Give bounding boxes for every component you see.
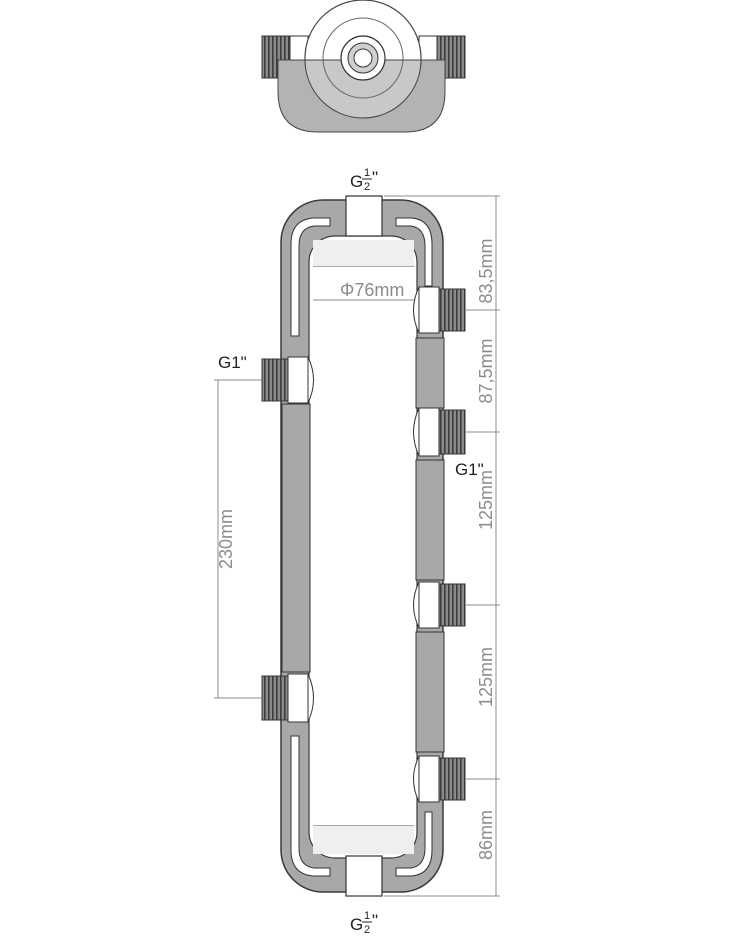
dimension-lines — [214, 195, 500, 897]
svg-text:G: G — [350, 172, 363, 191]
top-view-inner-ring — [322, 17, 404, 99]
right-fitting-4 — [413, 755, 466, 803]
dim-right-third: 125mm — [476, 470, 496, 530]
label-top-port: G 1 2 " — [350, 167, 378, 193]
dim-right-top: 83,5mm — [476, 238, 496, 303]
label-left-port: G1" — [218, 353, 247, 372]
dim-left-span: 230mm — [216, 509, 236, 569]
left-fitting-2 — [261, 673, 314, 723]
tube-shade-top — [313, 240, 414, 266]
top-view — [261, 0, 466, 133]
right-panel-upper — [415, 337, 445, 409]
label-top-unit: " — [372, 168, 378, 187]
inner-cavity — [308, 235, 418, 859]
label-right-port: G1" — [455, 460, 484, 479]
label-diameter: Φ76mm — [340, 280, 404, 300]
dim-right-bottom: 86mm — [476, 810, 496, 860]
label-bottom-port: G 1 2 " — [350, 910, 378, 936]
left-fitting-1 — [261, 356, 314, 404]
top-view-left-thread — [261, 35, 291, 79]
label-bottom-num: 1 — [364, 910, 370, 922]
tube-shade-bottom — [313, 826, 414, 854]
right-fitting-3 — [413, 581, 466, 629]
label-bottom-base: G — [350, 915, 363, 934]
left-panel-middle — [281, 403, 311, 673]
slot-bottom-right — [395, 811, 433, 877]
dim-right-second: 87,5mm — [476, 338, 496, 403]
svg-text:G: G — [350, 915, 363, 934]
right-panel-lower — [415, 631, 445, 753]
right-panel-middle — [415, 459, 445, 581]
bottom-pipe — [345, 855, 383, 897]
label-bottom-den: 2 — [364, 924, 370, 936]
front-view — [261, 195, 466, 897]
slot-bottom-left — [290, 735, 331, 877]
top-view-port-inner — [353, 48, 373, 68]
label-bottom-unit: " — [372, 911, 378, 930]
slot-top-right — [395, 217, 433, 287]
right-fitting-2 — [413, 407, 466, 457]
right-fitting-1 — [413, 286, 466, 334]
top-pipe — [345, 195, 383, 237]
label-top-base: G — [350, 172, 363, 191]
top-view-body-lower — [304, 59, 422, 119]
label-top-den: 2 — [364, 181, 370, 193]
dim-right-fourth: 125mm — [476, 647, 496, 707]
label-top-num: 1 — [364, 167, 370, 179]
slot-top-left — [290, 217, 331, 337]
